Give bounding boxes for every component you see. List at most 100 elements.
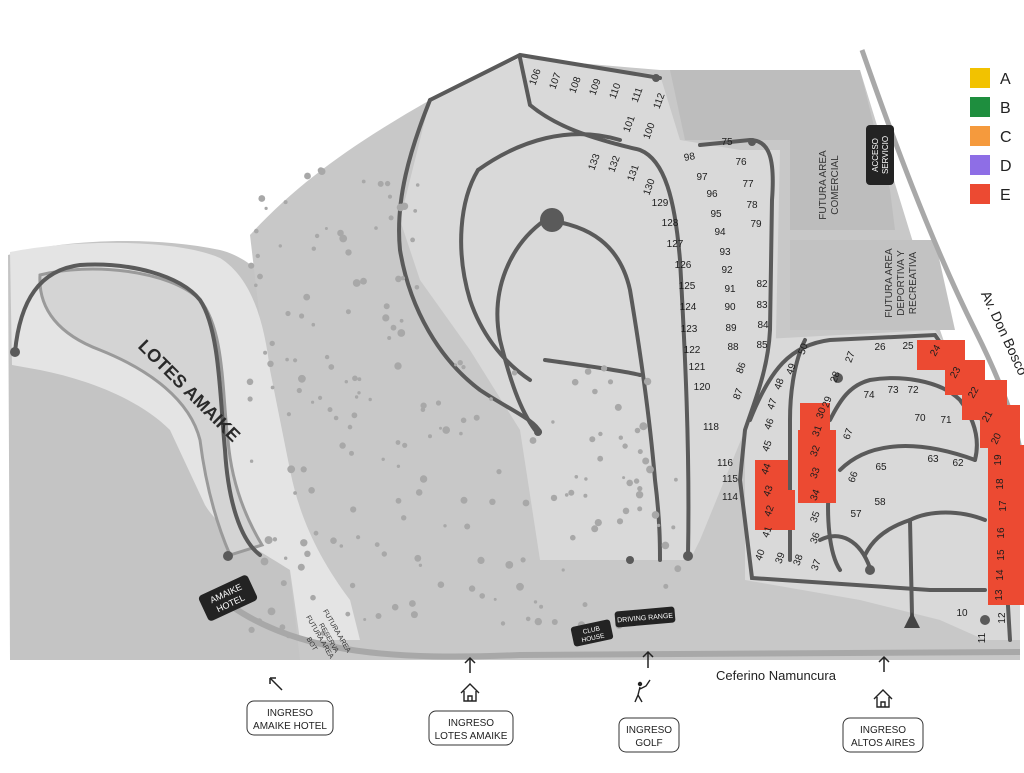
lot-label-90[interactable]: 90 <box>724 302 736 313</box>
lot-label-123[interactable]: 123 <box>681 324 698 335</box>
lot-label-34[interactable]: 34 <box>809 488 823 503</box>
lot-label-67[interactable]: 67 <box>842 427 856 442</box>
lot-label-47[interactable]: 47 <box>766 397 780 412</box>
lot-label-14[interactable]: 14 <box>995 569 1006 581</box>
lot-label-48[interactable]: 48 <box>773 377 787 392</box>
lot-label-15[interactable]: 15 <box>996 549 1007 561</box>
lot-label-39[interactable]: 39 <box>774 551 788 566</box>
lot-label-83[interactable]: 83 <box>756 300 768 311</box>
lot-label-19[interactable]: 19 <box>993 454 1004 466</box>
lot-label-21[interactable]: 21 <box>980 409 995 425</box>
lot-label-62[interactable]: 62 <box>952 458 964 469</box>
lot-label-128[interactable]: 128 <box>662 218 679 229</box>
lot-label-57[interactable]: 57 <box>850 509 862 520</box>
lot-label-93[interactable]: 93 <box>719 247 731 258</box>
lot-label-18[interactable]: 18 <box>995 478 1006 490</box>
lot-label-32[interactable]: 32 <box>809 444 823 459</box>
cul-de-sac <box>540 208 564 232</box>
lot-label-29[interactable]: 29 <box>821 395 835 410</box>
lot-label-79[interactable]: 79 <box>750 219 762 230</box>
entrance-altos-aires[interactable]: INGRESO ALTOS AIRES <box>842 717 924 753</box>
lot-label-23[interactable]: 23 <box>948 365 963 381</box>
lot-label-22[interactable]: 22 <box>966 385 981 401</box>
lot-label-86[interactable]: 86 <box>735 361 749 376</box>
lot-label-88[interactable]: 88 <box>727 342 739 353</box>
lot-label-94[interactable]: 94 <box>714 227 726 238</box>
tree-dot <box>570 534 576 541</box>
tree-dot <box>320 630 326 636</box>
lot-label-66[interactable]: 66 <box>847 470 861 485</box>
cul-de-sac <box>865 565 875 575</box>
lot-label-78[interactable]: 78 <box>746 200 758 211</box>
lot-label-40[interactable]: 40 <box>754 548 768 563</box>
lot-label-41[interactable]: 41 <box>761 525 775 540</box>
lot-label-70[interactable]: 70 <box>914 413 926 424</box>
lot-label-71[interactable]: 71 <box>940 415 952 426</box>
lot-label-46[interactable]: 46 <box>763 417 777 432</box>
lot-label-65[interactable]: 65 <box>875 462 887 473</box>
lot-label-77[interactable]: 77 <box>742 179 754 190</box>
lot-label-74[interactable]: 74 <box>863 390 875 401</box>
lot-label-16[interactable]: 16 <box>996 527 1007 539</box>
lot-label-115[interactable]: 115 <box>722 474 738 485</box>
lot-label-49[interactable]: 49 <box>785 362 799 377</box>
lot-label-97[interactable]: 97 <box>696 172 708 183</box>
lot-label-31[interactable]: 31 <box>811 424 825 439</box>
lot-label-37[interactable]: 37 <box>810 558 824 573</box>
lot-label-124[interactable]: 124 <box>680 302 697 313</box>
lot-label-10[interactable]: 10 <box>956 608 968 619</box>
lot-label-116[interactable]: 116 <box>717 458 733 469</box>
lot-label-43[interactable]: 43 <box>762 484 776 499</box>
lot-label-76[interactable]: 76 <box>735 157 747 168</box>
lot-label-38[interactable]: 38 <box>792 553 806 568</box>
lot-label-63[interactable]: 63 <box>927 454 939 465</box>
lot-label-125[interactable]: 125 <box>679 281 696 292</box>
lot-label-114[interactable]: 114 <box>722 492 738 503</box>
lot-label-122[interactable]: 122 <box>684 345 701 356</box>
lot-label-33[interactable]: 33 <box>809 466 823 481</box>
lot-label-12[interactable]: 12 <box>997 612 1008 624</box>
lot-label-72[interactable]: 72 <box>907 385 919 396</box>
lot-label-110[interactable]: 110 <box>608 81 624 100</box>
lot-label-13[interactable]: 13 <box>994 589 1005 601</box>
lot-label-44[interactable]: 44 <box>760 462 774 477</box>
lot-label-118[interactable]: 118 <box>703 422 719 433</box>
lot-label-96[interactable]: 96 <box>706 189 718 200</box>
lot-label-36[interactable]: 36 <box>809 531 823 546</box>
lot-label-98[interactable]: 98 <box>683 151 696 164</box>
lot-label-84[interactable]: 84 <box>757 320 769 331</box>
lot-label-27[interactable]: 27 <box>844 350 858 365</box>
lot-label-111[interactable]: 111 <box>630 86 646 104</box>
lot-label-89[interactable]: 89 <box>725 323 737 334</box>
lot-label-112[interactable]: 112 <box>652 91 668 110</box>
lot-label-75[interactable]: 75 <box>721 137 733 148</box>
entrance-amaike-hotel[interactable]: INGRESO AMAIKE HOTEL <box>246 700 334 736</box>
lot-label-45[interactable]: 45 <box>761 439 775 454</box>
lot-label-121[interactable]: 121 <box>689 362 706 373</box>
lot-label-25[interactable]: 25 <box>902 341 914 352</box>
lot-label-127[interactable]: 127 <box>667 239 684 250</box>
lot-label-92[interactable]: 92 <box>721 265 733 276</box>
lot-label-26[interactable]: 26 <box>874 342 886 353</box>
lot-label-30[interactable]: 30 <box>815 406 829 421</box>
lot-label-11[interactable]: 11 <box>977 632 988 643</box>
lot-label-95[interactable]: 95 <box>710 209 722 220</box>
lot-label-87[interactable]: 87 <box>732 387 746 402</box>
lot-label-20[interactable]: 20 <box>989 431 1004 446</box>
lot-label-129[interactable]: 129 <box>652 198 669 209</box>
lot-label-17[interactable]: 17 <box>998 500 1009 512</box>
lot-label-58[interactable]: 58 <box>874 497 886 508</box>
entrance-golf[interactable]: INGRESO GOLF <box>618 717 680 753</box>
lot-label-73[interactable]: 73 <box>887 385 899 396</box>
lot-label-42[interactable]: 42 <box>763 504 777 519</box>
lot-label-120[interactable]: 120 <box>694 382 711 393</box>
lot-label-91[interactable]: 91 <box>724 284 736 295</box>
lot-label-82[interactable]: 82 <box>756 279 768 290</box>
lot-label-126[interactable]: 126 <box>675 260 692 271</box>
lot-label-24[interactable]: 24 <box>928 343 943 359</box>
entrance-lotes-amaike[interactable]: INGRESO LOTES AMAIKE <box>428 710 514 746</box>
lot-label-50[interactable]: 50 <box>797 342 811 357</box>
lot-label-35[interactable]: 35 <box>809 510 823 525</box>
lot-label-28[interactable]: 28 <box>829 370 843 385</box>
lot-label-85[interactable]: 85 <box>756 340 768 351</box>
